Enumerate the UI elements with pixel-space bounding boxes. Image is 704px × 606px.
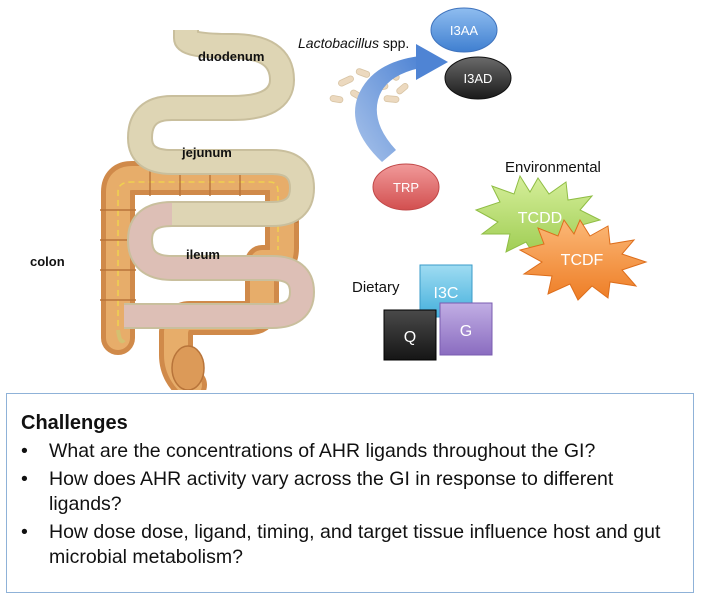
- bullet-marker: •: [21, 521, 28, 543]
- label-colon: colon: [30, 254, 65, 269]
- environmental-group: Environmental TCDD TCDF: [474, 159, 648, 301]
- challenge-text: How does AHR activity vary across the GI…: [49, 468, 614, 515]
- q-box: Q: [383, 309, 437, 361]
- microbial-metabolism-group: Lactobacillus spp. I3AA I3AD: [298, 7, 512, 211]
- label-duodenum: duodenum: [198, 49, 264, 64]
- i3ad-node: I3AD: [444, 56, 512, 100]
- challenges-list: • What are the concentrations of AHR lig…: [21, 439, 675, 570]
- i3c-label: I3C: [434, 285, 459, 302]
- bullet-marker: •: [21, 468, 28, 490]
- i3aa-label: I3AA: [450, 23, 479, 38]
- gut-ahr-ligand-diagram: duodenum jejunum ileum colon Lactobacill…: [30, 7, 648, 390]
- lactobacillus-label: Lactobacillus spp.: [298, 35, 409, 51]
- g-box: G: [439, 302, 493, 356]
- label-ileum: ileum: [186, 247, 220, 262]
- bullet-marker: •: [21, 440, 28, 462]
- challenge-item: • What are the concentrations of AHR lig…: [21, 439, 675, 464]
- conversion-arrow: [355, 44, 448, 162]
- challenges-title: Challenges: [21, 412, 128, 434]
- tcdf-label: TCDF: [561, 252, 604, 269]
- trp-label: TRP: [393, 180, 419, 195]
- challenge-item: • How dose dose, ligand, timing, and tar…: [21, 520, 675, 570]
- challenge-text: How dose dose, ligand, timing, and targe…: [49, 521, 661, 568]
- challenge-item: • How does AHR activity vary across the …: [21, 467, 675, 517]
- small-intestine-illustration: [124, 25, 315, 329]
- gut-illustration: duodenum jejunum ileum colon: [30, 25, 315, 390]
- dietary-label: Dietary: [352, 279, 400, 296]
- i3aa-node: I3AA: [430, 7, 498, 53]
- trp-node: TRP: [372, 163, 440, 211]
- environmental-label: Environmental: [505, 159, 601, 176]
- g-label: G: [460, 323, 472, 340]
- label-jejunum: jejunum: [181, 145, 232, 160]
- tcdf-burst: TCDF: [518, 218, 648, 301]
- i3ad-label: I3AD: [464, 71, 493, 86]
- tcdd-label: TCDD: [518, 210, 562, 227]
- q-label: Q: [404, 329, 416, 346]
- dietary-group: Dietary I3C G Q: [352, 264, 493, 361]
- challenge-text: What are the concentrations of AHR ligan…: [49, 440, 596, 462]
- challenges-panel: Challenges • What are the concentrations…: [6, 393, 694, 593]
